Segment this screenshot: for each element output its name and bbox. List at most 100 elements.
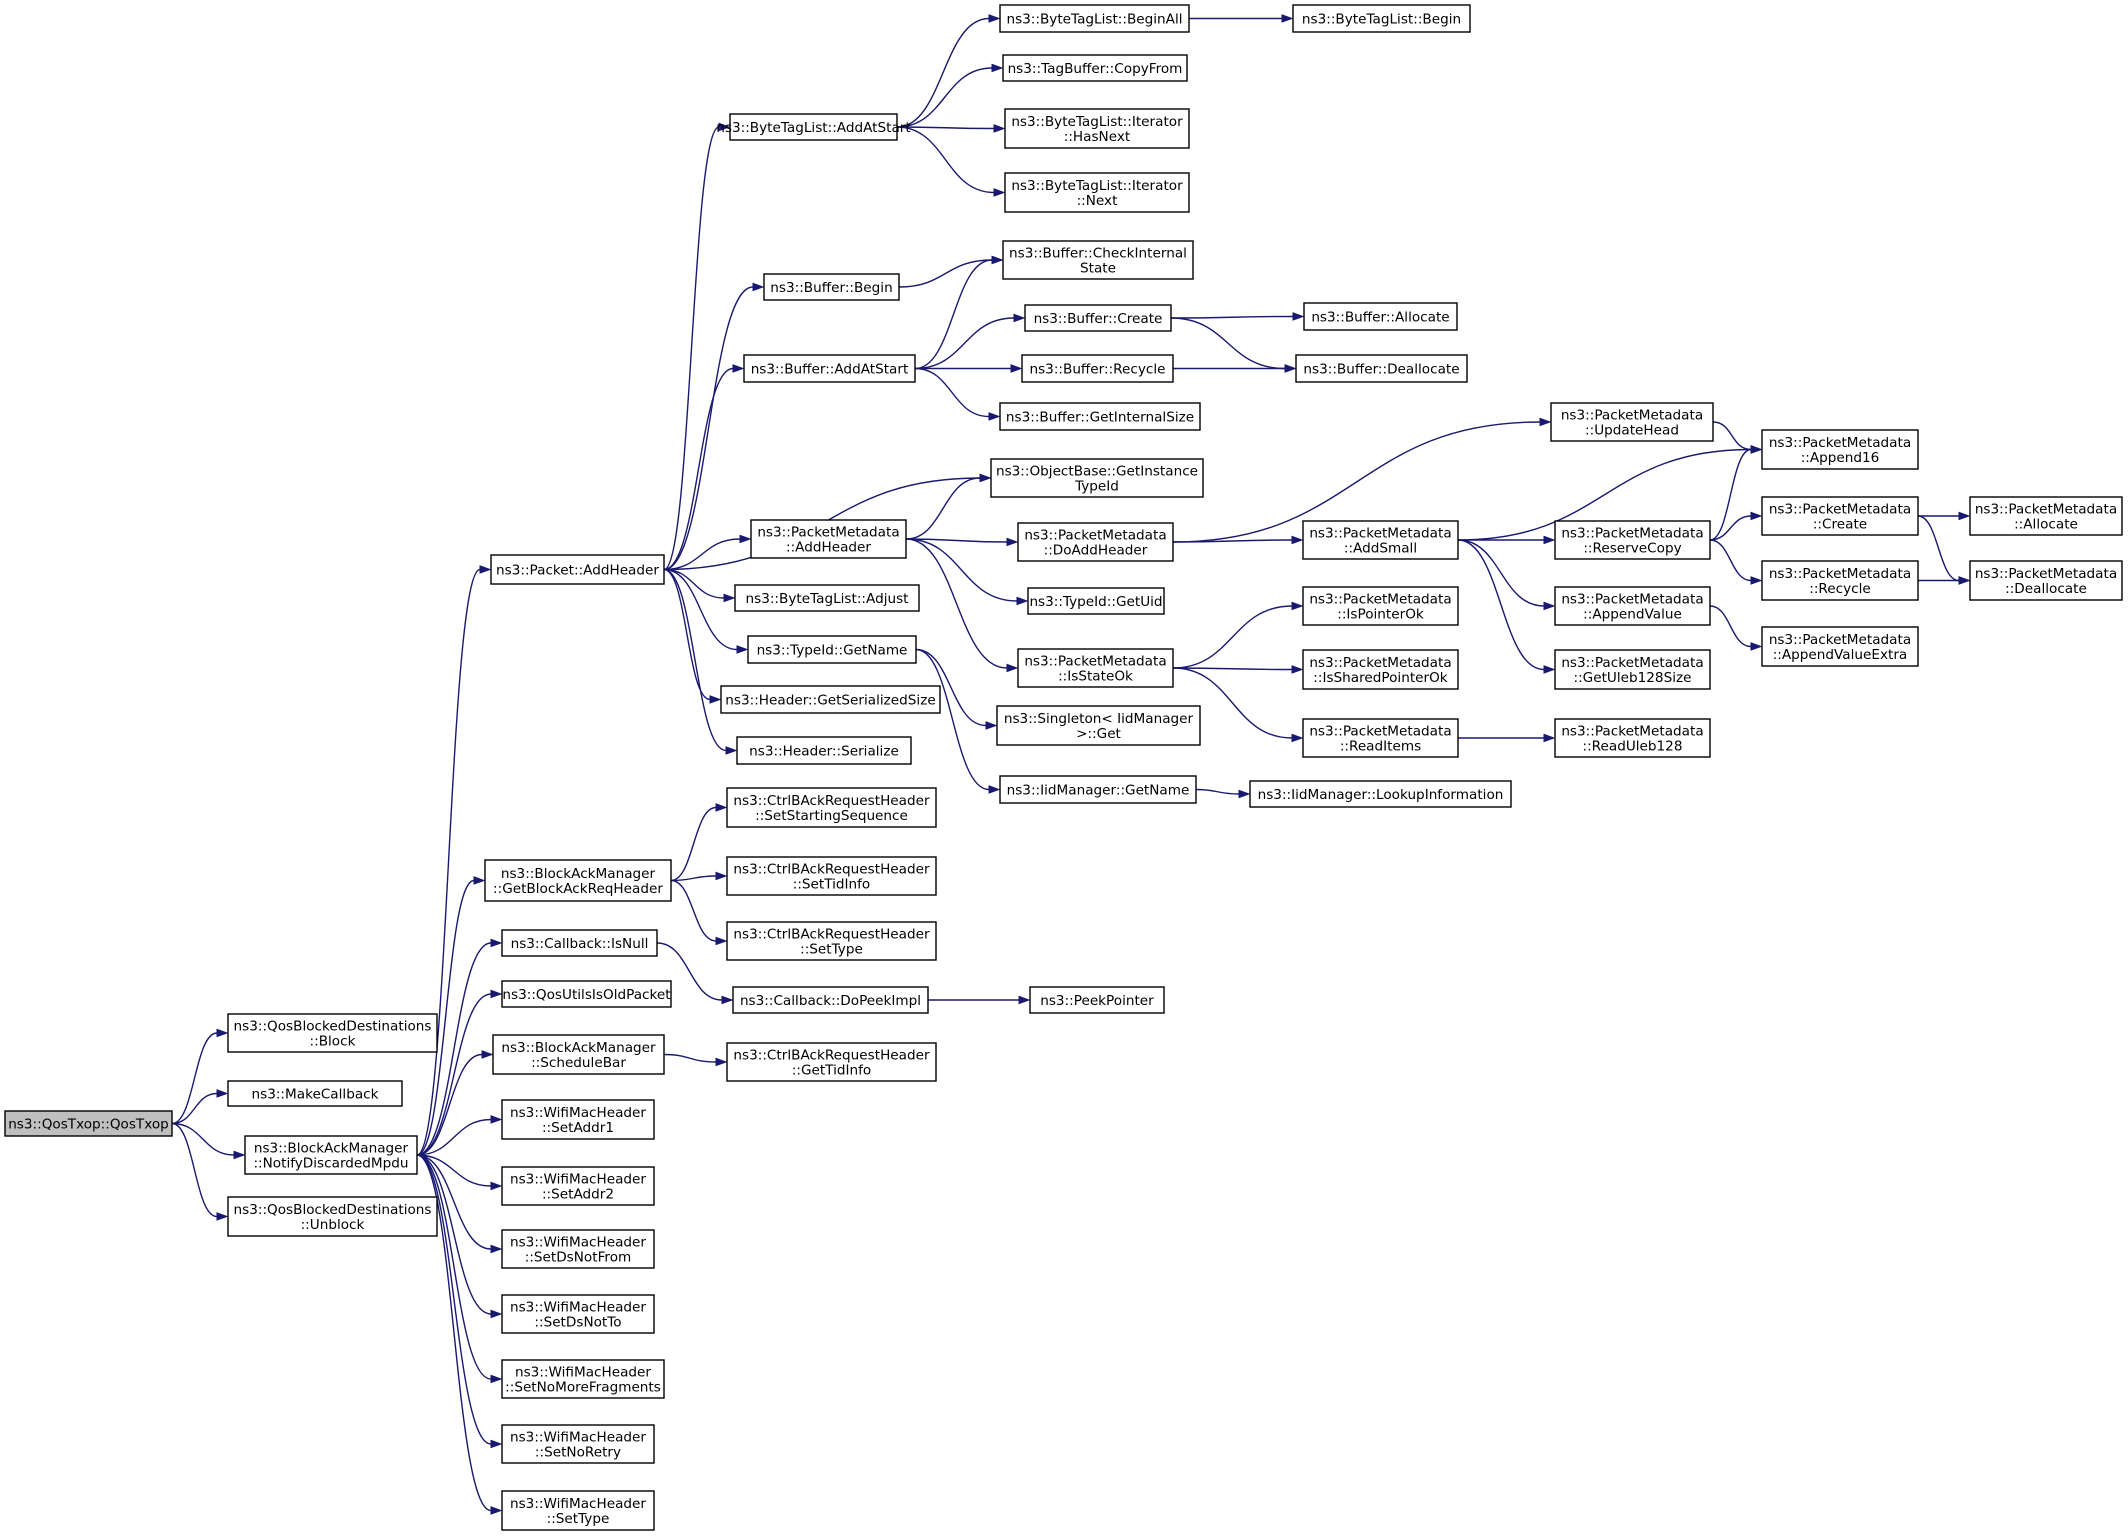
node-cbarh-settidinfo[interactable]: ns3::CtrlBAckRequestHeader::SetTidInfo <box>726 856 937 896</box>
node-box <box>726 921 937 961</box>
node-pm-addheader[interactable]: ns3::PacketMetadata::AddHeader <box>750 519 907 559</box>
node-label: ::ReadItems <box>1340 739 1421 755</box>
node-typeid-getuid[interactable]: ns3::TypeId::GetUid <box>1027 587 1165 615</box>
node-btl-iter-hasnext[interactable]: ns3::ByteTagList::Iterator::HasNext <box>1004 108 1190 149</box>
edge-callback-dopeekimpl-to-peekpointer <box>927 995 1031 1005</box>
edge-line <box>1709 448 1752 541</box>
node-pm-create[interactable]: ns3::PacketMetadata::Create <box>1761 496 1919 536</box>
node-box <box>1249 780 1512 808</box>
node-wmh-setdsnotfrom[interactable]: ns3::WifiMacHeader::SetDsNotFrom <box>501 1229 655 1269</box>
edge-arrowhead <box>1750 445 1763 454</box>
node-label: ns3::ByteTagList::Iterator <box>1011 178 1183 194</box>
node-box <box>1292 4 1471 33</box>
node-header-serialize[interactable]: ns3::Header::Serialize <box>736 736 912 765</box>
node-label: ns3::WifiMacHeader <box>510 1105 646 1121</box>
node-pm-doaddheader[interactable]: ns3::PacketMetadata::DoAddHeader <box>1017 522 1174 562</box>
node-buffer-getinternalsize[interactable]: ns3::Buffer::GetInternalSize <box>999 402 1201 431</box>
node-pm-appendvalueextra[interactable]: ns3::PacketMetadata::AppendValueExtra <box>1761 626 1919 667</box>
node-wmh-setaddr2[interactable]: ns3::WifiMacHeader::SetAddr2 <box>501 1166 655 1206</box>
node-pm-appendvalue[interactable]: ns3::PacketMetadata::AppendValue <box>1554 586 1711 626</box>
node-bam-getbar[interactable]: ns3::BlockAckManager::GetBlockAckReqHead… <box>484 859 672 902</box>
node-buffer-deallocate[interactable]: ns3::Buffer::Deallocate <box>1295 354 1468 383</box>
node-label: ns3::WifiMacHeader <box>510 1300 646 1316</box>
node-pm-updatehead[interactable]: ns3::PacketMetadata::UpdateHead <box>1550 402 1714 442</box>
node-wmh-settype[interactable]: ns3::WifiMacHeader::SetType <box>501 1490 655 1531</box>
node-btl-beginall[interactable]: ns3::ByteTagList::BeginAll <box>999 4 1190 33</box>
node-iidmanager-lookupinfo[interactable]: ns3::IidManager::LookupInformation <box>1249 780 1512 808</box>
node-label: ns3::ByteTagList::Begin <box>1302 12 1461 28</box>
edge-arrowhead <box>1292 312 1305 321</box>
node-wmh-setnomorefrag[interactable]: ns3::WifiMacHeader::SetNoMoreFragments <box>501 1359 665 1399</box>
node-bam-schedulebar[interactable]: ns3::BlockAckManager::ScheduleBar <box>492 1034 665 1075</box>
node-pm-getuleb128size[interactable]: ns3::PacketMetadata::GetUleb128Size <box>1554 649 1711 690</box>
node-box <box>743 354 916 383</box>
node-box <box>501 1099 655 1140</box>
node-label: ns3::PeekPointer <box>1040 993 1154 1009</box>
node-callback-dopeekimpl[interactable]: ns3::Callback::DoPeekImpl <box>732 986 929 1014</box>
node-pm-isstateok[interactable]: ns3::PacketMetadata::IsStateOk <box>1017 648 1174 688</box>
node-box <box>490 554 665 585</box>
node-tagbuffer-copyfrom[interactable]: ns3::TagBuffer::CopyFrom <box>1002 54 1188 82</box>
node-btl-begin[interactable]: ns3::ByteTagList::Begin <box>1292 4 1471 33</box>
node-singleton-get[interactable]: ns3::Singleton< IidManager >::Get <box>996 705 1201 746</box>
node-cbarh-settype[interactable]: ns3::CtrlBAckRequestHeader::SetType <box>726 921 937 961</box>
node-wmh-setaddr1[interactable]: ns3::WifiMacHeader::SetAddr1 <box>501 1099 655 1140</box>
node-label: ::ReadUleb128 <box>1583 739 1683 755</box>
edge-line <box>416 1118 492 1156</box>
node-header-getsersize[interactable]: ns3::Header::GetSerializedSize <box>720 685 941 714</box>
node-btl-addatstart[interactable]: ns3::ByteTagList::AddAtStart <box>716 113 911 141</box>
node-typeid-getname[interactable]: ns3::TypeId::GetName <box>747 635 917 664</box>
node-btl-iter-next[interactable]: ns3::ByteTagList::Iterator::Next <box>1004 172 1190 213</box>
edge-line <box>416 1154 492 1512</box>
node-packet-addheader[interactable]: ns3::Packet::AddHeader <box>490 554 665 585</box>
edge-arrowhead <box>1284 364 1297 373</box>
node-pm-readuleb128[interactable]: ns3::PacketMetadata::ReadUleb128 <box>1554 718 1711 758</box>
edge-line <box>416 1154 492 1315</box>
node-buffer-create[interactable]: ns3::Buffer::Create <box>1024 304 1172 332</box>
node-btl-adjust[interactable]: ns3::ByteTagList::Adjust <box>734 584 920 612</box>
node-label: ns3::PacketMetadata <box>1561 724 1703 740</box>
node-iidmanager-getname[interactable]: ns3::IidManager::GetName <box>999 775 1197 804</box>
node-pm-reservecopy[interactable]: ns3::PacketMetadata::ReserveCopy <box>1554 520 1711 560</box>
node-qbd-unblock[interactable]: ns3::QosBlockedDestinations::Unblock <box>227 1196 438 1237</box>
node-make-callback[interactable]: ns3::MakeCallback <box>227 1080 403 1107</box>
node-label: ns3::Callback::IsNull <box>511 936 649 952</box>
edge-pm-addsmall-to-pm-reservecopy <box>1458 535 1556 545</box>
node-label: ns3::ByteTagList::AddAtStart <box>716 120 910 136</box>
node-box <box>1029 986 1165 1014</box>
node-root[interactable]: ns3::QosTxop::QosTxop <box>4 1110 173 1137</box>
node-box <box>734 584 920 612</box>
edge-line <box>1709 515 1752 541</box>
node-buffer-allocate[interactable]: ns3::Buffer::Allocate <box>1303 302 1458 331</box>
node-pm-allocate[interactable]: ns3::PacketMetadata::Allocate <box>1969 496 2123 536</box>
node-cbarh-gettidinfo[interactable]: ns3::CtrlBAckRequestHeader::GetTidInfo <box>726 1042 937 1082</box>
edge-line <box>905 477 981 540</box>
node-pm-recycle[interactable]: ns3::PacketMetadata::Recycle <box>1761 560 1919 601</box>
node-callback-isnull[interactable]: ns3::Callback::IsNull <box>501 929 658 957</box>
node-buffer-recycle[interactable]: ns3::Buffer::Recycle <box>1021 354 1174 383</box>
node-box <box>726 1042 937 1082</box>
node-bam-notify[interactable]: ns3::BlockAckManager::NotifyDiscardedMpd… <box>244 1135 418 1175</box>
node-qbd-block[interactable]: ns3::QosBlockedDestinations::Block <box>227 1013 438 1053</box>
node-buffer-begin[interactable]: ns3::Buffer::Begin <box>763 273 900 301</box>
node-peekpointer[interactable]: ns3::PeekPointer <box>1029 986 1165 1014</box>
node-label: ::NotifyDiscardedMpdu <box>253 1156 408 1172</box>
node-pm-issharedpointerok[interactable]: ns3::PacketMetadata::IsSharedPointerOk <box>1302 649 1459 690</box>
node-qos-isold[interactable]: ns3::QosUtilsIsOldPacket <box>501 980 672 1008</box>
node-buffer-addatstart[interactable]: ns3::Buffer::AddAtStart <box>743 354 916 383</box>
edge-packet-addheader-to-btl-adjust <box>663 568 736 603</box>
node-pm-ispointerok[interactable]: ns3::PacketMetadata::IsPointerOk <box>1302 586 1459 626</box>
node-pm-append16[interactable]: ns3::PacketMetadata::Append16 <box>1761 429 1919 470</box>
node-label: ::Create <box>1813 517 1867 533</box>
node-wmh-setnoretry[interactable]: ns3::WifiMacHeader::SetNoRetry <box>501 1424 655 1464</box>
node-pm-deallocate[interactable]: ns3::PacketMetadata::Deallocate <box>1969 560 2123 601</box>
node-pm-addsmall[interactable]: ns3::PacketMetadata::AddSmall <box>1302 520 1459 560</box>
edge-line <box>905 538 1008 543</box>
edge-arrowhead <box>1958 511 1971 521</box>
node-cbarh-setstartseq[interactable]: ns3::CtrlBAckRequestHeader::SetStartingS… <box>726 787 937 828</box>
edge-arrowhead <box>991 255 1004 265</box>
node-pm-readitems[interactable]: ns3::PacketMetadata::ReadItems <box>1302 718 1459 758</box>
node-wmh-setdsnotto[interactable]: ns3::WifiMacHeader::SetDsNotTo <box>501 1294 655 1334</box>
